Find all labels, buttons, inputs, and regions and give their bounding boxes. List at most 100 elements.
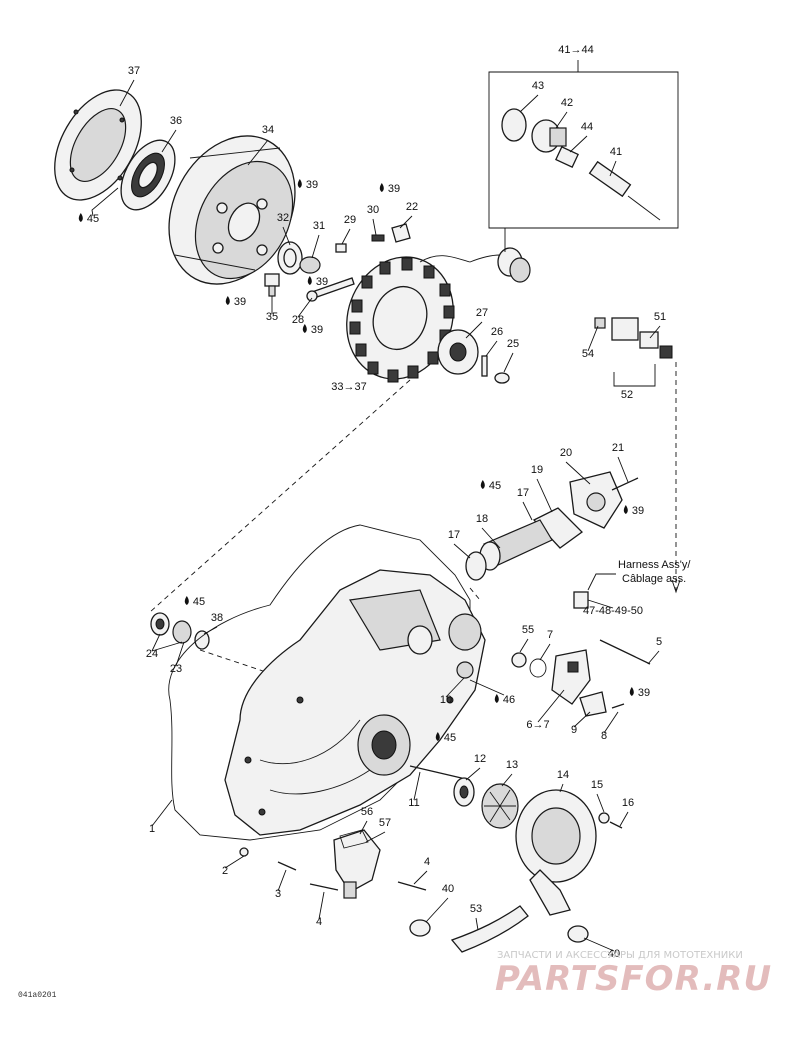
flywheel-34 — [168, 135, 296, 285]
callout-c45a: 45 — [87, 213, 99, 225]
callout-c27: 27 — [476, 307, 488, 319]
harness-note-line1: Harness Ass'y/ — [618, 559, 691, 571]
screw-29 — [335, 243, 347, 253]
screw-30 — [371, 234, 385, 242]
hub-31 — [299, 256, 321, 274]
clamp-40b — [567, 925, 589, 943]
hose-53 — [450, 905, 529, 953]
callout-c9: 9 — [571, 724, 577, 736]
bolt-2 — [239, 847, 249, 857]
clamp-22 — [391, 223, 411, 243]
sealant-drop-icon — [184, 596, 189, 605]
sealant-drop-icon — [302, 324, 307, 333]
callout-c52: 52 — [621, 389, 633, 401]
sealant-drop-icon — [379, 183, 384, 192]
sensor-body-42 — [531, 119, 567, 153]
alignment-line-thermostat — [469, 587, 481, 601]
thermostat-cover-20 — [569, 471, 623, 529]
sealant-drop-icon — [78, 213, 83, 222]
gear-27 — [437, 329, 479, 375]
bolt-28 — [306, 277, 355, 302]
callout-c36: 36 — [170, 115, 182, 127]
callout-c41: 41 — [610, 146, 622, 158]
o-ring-15 — [598, 812, 610, 824]
callout-c7: 7 — [547, 629, 553, 641]
thermostat-18 — [479, 519, 553, 571]
callout-c25: 25 — [507, 338, 519, 350]
callout-c43: 43 — [532, 80, 544, 92]
callout-c29: 29 — [344, 214, 356, 226]
seal-24 — [150, 612, 170, 636]
callout-c37: 37 — [128, 65, 140, 77]
callout-c56: 56 — [361, 806, 373, 818]
callout-c10: 10 — [440, 694, 452, 706]
callout-c17a: 17 — [517, 487, 529, 499]
callout-c51: 51 — [654, 311, 666, 323]
callout-c21: 21 — [612, 442, 624, 454]
callout-c35: 35 — [266, 311, 278, 323]
callout-c17b: 17 — [448, 529, 460, 541]
bolt-16 — [609, 821, 623, 829]
sealant-drop-icon — [494, 694, 499, 703]
callout-c22: 22 — [406, 201, 418, 213]
sealant-drop-icon — [623, 505, 628, 514]
callout-c20: 20 — [560, 447, 572, 459]
callout-c45d: 45 — [444, 732, 456, 744]
callout-c16: 16 — [622, 797, 634, 809]
sealant-drop-icon — [435, 732, 440, 741]
clamp-40a — [409, 919, 431, 937]
callout-c39d: 39 — [234, 296, 246, 308]
callout-c34: 34 — [262, 124, 274, 136]
callout-c39e: 39 — [311, 324, 323, 336]
callout-c24: 24 — [146, 648, 158, 660]
callout-c39g: 39 — [638, 687, 650, 699]
sealant-drop-icon — [629, 687, 634, 696]
washer-25 — [494, 372, 510, 384]
bolt-21 — [611, 477, 639, 491]
alignment-line-seals — [199, 649, 291, 681]
callout-c11: 11 — [408, 797, 419, 809]
stator-33-37 — [346, 256, 455, 383]
callout-c4144: 41→44 — [558, 44, 593, 56]
callout-c40a: 40 — [442, 883, 454, 895]
shaft-11 — [409, 765, 471, 781]
callout-c30: 30 — [367, 204, 379, 216]
bolt-4a — [397, 881, 427, 891]
bearing-36 — [120, 139, 176, 211]
watermark-tagline: ЗАПЧАСТИ И АКСЕССУАРЫ ДЛЯ МОТОТЕХНИКИ — [497, 950, 743, 961]
callout-c2: 2 — [222, 865, 228, 877]
watermark-logo: PARTSFOR.RU — [495, 959, 772, 999]
callout-c54: 54 — [582, 348, 594, 360]
callout-c67: 6→7 — [526, 719, 549, 731]
stator-wire — [419, 254, 501, 263]
sealant-drop-icon — [297, 179, 302, 188]
callout-c26: 26 — [491, 326, 503, 338]
o-ring-7 — [529, 658, 547, 678]
connector-grommet — [497, 247, 531, 283]
callout-c42: 42 — [561, 97, 573, 109]
clamp-9 — [579, 691, 607, 717]
callout-c4a: 4 — [424, 856, 430, 868]
callout-c39b: 39 — [388, 183, 400, 195]
callout-c45b: 45 — [489, 480, 501, 492]
callout-c57: 57 — [379, 817, 391, 829]
bolt-4b — [309, 883, 339, 891]
sensor-kit-box — [488, 60, 679, 252]
callout-c3: 3 — [275, 888, 281, 900]
callout-c39a: 39 — [306, 179, 318, 191]
harness-note: Harness Ass'y/ Câblage ass. — [587, 559, 691, 591]
callout-c12: 12 — [474, 753, 486, 765]
seal-44 — [555, 145, 579, 169]
figure-reference: 041a0201 — [18, 991, 57, 1000]
callout-c40b: 40 — [608, 948, 620, 960]
callout-c3337: 33→37 — [331, 381, 366, 393]
callout-c39f: 39 — [632, 505, 644, 517]
plug-55 — [511, 652, 527, 668]
callout-c4750: 47-48-49-50 — [583, 605, 643, 617]
callout-c4b: 4 — [316, 916, 322, 928]
callout-c14: 14 — [557, 769, 569, 781]
seal-32 — [277, 241, 303, 275]
pump-housing-14 — [515, 789, 597, 916]
callout-c19: 19 — [531, 464, 543, 476]
